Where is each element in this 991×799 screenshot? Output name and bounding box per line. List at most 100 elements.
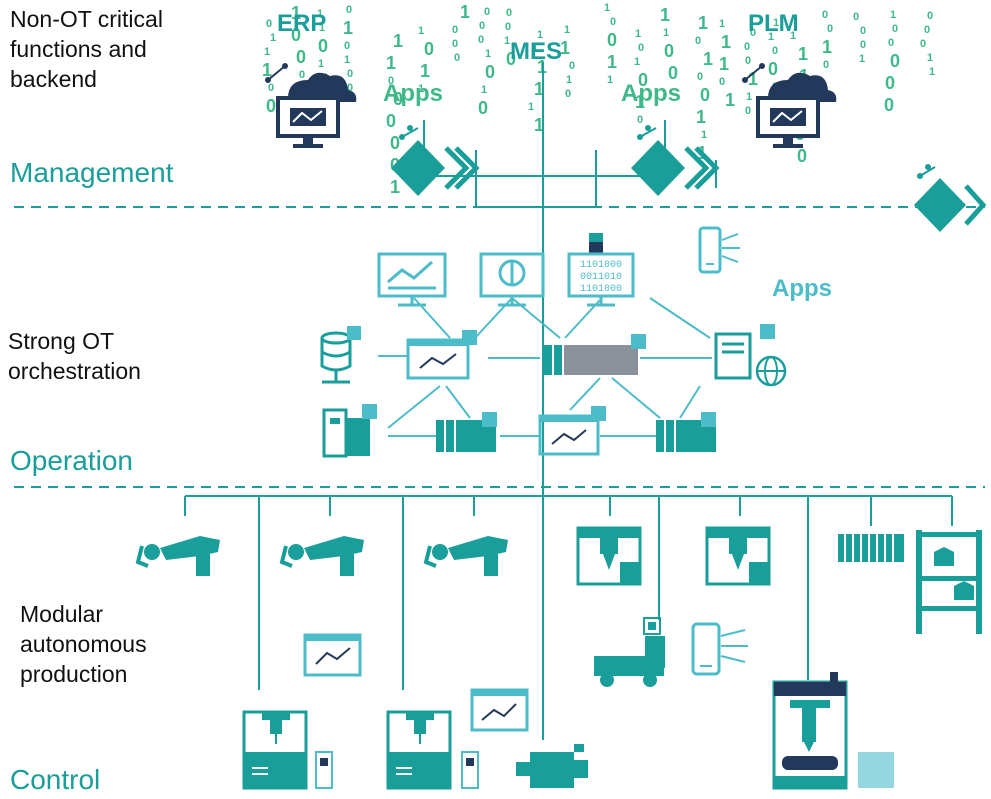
binary-digit: 0 <box>750 27 757 39</box>
binary-digit: 0 <box>454 52 461 64</box>
3d-printer-icon-1 <box>242 710 308 790</box>
non-ot-label-line1: Non-OT critical <box>10 6 163 32</box>
binary-digit: 1 <box>660 5 671 25</box>
binary-digit: 1 <box>537 29 544 41</box>
strong-ot-label-line1: Strong OT <box>8 328 115 354</box>
erp-cloud-monitor-icon <box>265 63 357 148</box>
smartphone-icon <box>691 622 748 676</box>
binary-digit: 0 <box>506 7 513 19</box>
binary-digit: 1 <box>768 31 775 43</box>
binary-digit: 1 <box>481 84 488 96</box>
binary-digit: 0 <box>884 95 895 115</box>
binary-digit: 1 <box>721 32 732 52</box>
binary-digit: 0 <box>607 30 618 50</box>
binary-digit: 1 <box>748 69 759 89</box>
binary-digit: 0 <box>892 23 899 35</box>
binary-digit: 0 <box>920 38 927 50</box>
binary-digit: 1 <box>386 53 397 73</box>
machining-center-icon <box>772 672 894 790</box>
non-ot-label: Non-OT critical functions and backend <box>10 4 163 94</box>
apps-operation-label: Apps <box>772 275 832 302</box>
binary-digit: 1 <box>566 74 573 86</box>
binary-digit: 1 <box>929 66 936 78</box>
robot-arm-icon-3 <box>423 536 508 576</box>
binary-digit: 1 <box>319 22 326 34</box>
binary-digit: 0 <box>485 62 496 82</box>
binary-digit: 0 <box>860 25 867 37</box>
svg-text:1101000: 1101000 <box>580 260 622 271</box>
binary-digit: 1 <box>420 61 431 81</box>
binary-digit: 1 <box>485 48 492 60</box>
svg-text:1101000: 1101000 <box>580 284 622 295</box>
binary-digit: 0 <box>853 11 860 23</box>
plm-label: PLM <box>748 10 799 37</box>
agv-vehicle-icon <box>594 617 665 687</box>
binary-digit: 1 <box>532 43 539 55</box>
binary-digit: 0 <box>695 35 702 47</box>
binary-digit: 1 <box>291 3 302 23</box>
binary-digit: 0 <box>638 42 645 54</box>
edge-monitor-icon-bottom <box>538 406 606 456</box>
binary-digit: 0 <box>860 39 867 51</box>
binary-digit: 1 <box>344 54 351 66</box>
binary-digit: 0 <box>296 47 307 67</box>
binary-digit: 1 <box>270 32 277 44</box>
control-bus <box>184 490 953 740</box>
binary-digit: 0 <box>772 45 779 57</box>
binary-digit: 0 <box>506 49 517 69</box>
binary-digit: 0 <box>822 9 829 21</box>
app-tile-right <box>631 125 720 196</box>
binary-digit: 0 <box>424 39 435 59</box>
robot-arm-icon-1 <box>135 536 220 576</box>
binary-digit: 0 <box>268 82 275 94</box>
binary-digit: 0 <box>700 85 711 105</box>
binary-digit: 0 <box>478 98 489 118</box>
binary-digit: 0 <box>668 63 679 83</box>
binary-digit: 0 <box>390 133 401 153</box>
app-tile-left <box>391 125 480 196</box>
binary-digit: 0 <box>266 18 273 30</box>
binary-digit: 0 <box>452 38 459 50</box>
strong-ot-label: Strong OT orchestration <box>8 326 141 386</box>
binary-digit: 0 <box>347 68 354 80</box>
binary-digit: 1 <box>701 129 708 141</box>
binary-digit: 0 <box>347 82 354 94</box>
binary-digit: 0 <box>318 36 329 56</box>
binary-digit: 0 <box>505 21 512 33</box>
binary-digit: 0 <box>924 24 931 36</box>
binary-digit: 1 <box>859 53 866 65</box>
modular-label-line3: production <box>20 661 128 687</box>
binary-digit: 1 <box>262 60 273 80</box>
binary-digit: 1 <box>746 91 753 103</box>
drive-device-icon-1 <box>315 751 333 789</box>
binary-digit: 0 <box>478 34 485 46</box>
io-module-rack-icon-center <box>544 334 646 375</box>
binary-digit: 1 <box>822 37 833 57</box>
binary-digit: 1 <box>698 13 709 33</box>
binary-digit: 0 <box>927 10 934 22</box>
binary-digit: 1 <box>607 52 618 72</box>
binary-digit: 0 <box>885 73 896 93</box>
ai-brain-monitor-icon <box>479 252 545 307</box>
binary-digit: 0 <box>452 24 459 36</box>
binary-digit: 1 <box>534 79 545 99</box>
binary-digit: 0 <box>745 55 752 67</box>
strong-ot-label-line2: orchestration <box>8 358 141 384</box>
binary-digit: 0 <box>569 60 576 72</box>
io-module-rack-icon-right <box>656 412 716 452</box>
hmi-panel-icon-2 <box>470 688 529 732</box>
mes-label: MES <box>510 38 563 65</box>
binary-digit: 0 <box>768 59 779 79</box>
milling-machine-icon-2 <box>705 526 771 586</box>
storage-shelf-icon <box>916 530 982 634</box>
mobile-signal-icon <box>698 226 740 274</box>
binary-digit: 1 <box>317 8 324 20</box>
binary-digit: 1 <box>703 49 714 69</box>
binary-digit: 0 <box>344 40 351 52</box>
binary-digit: 1 <box>663 27 670 39</box>
svg-text:0011010: 0011010 <box>580 272 622 283</box>
binary-digit: 1 <box>560 38 571 58</box>
binary-digit: 0 <box>697 71 704 83</box>
binary-digit: 1 <box>418 83 425 95</box>
analytics-monitor-icon <box>377 252 447 307</box>
